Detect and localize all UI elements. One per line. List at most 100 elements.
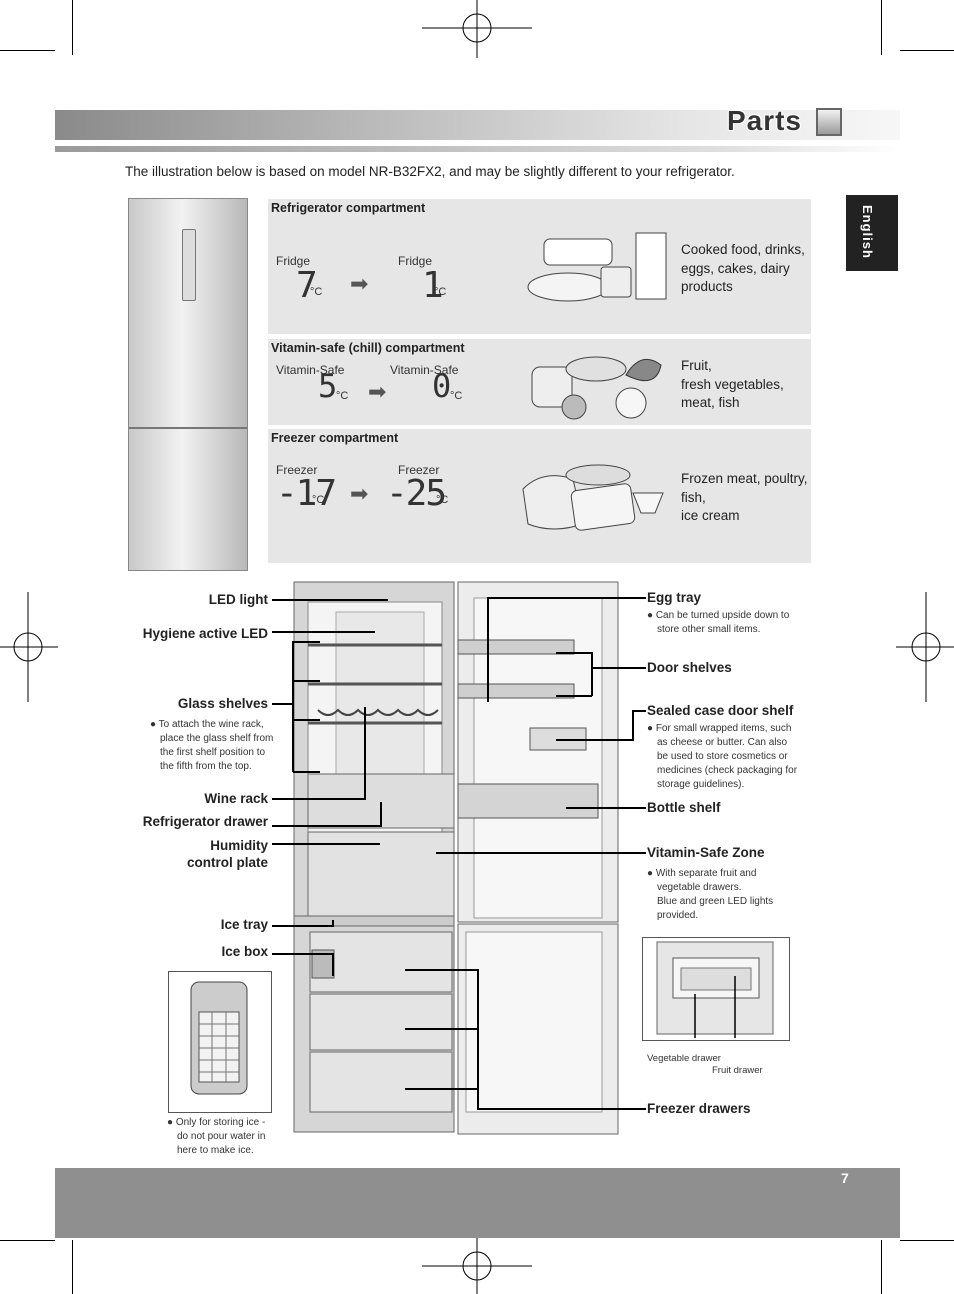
registration-mark-bottom <box>422 1238 532 1294</box>
registration-mark-left <box>0 592 58 702</box>
display-label: Vitamin-Safe <box>390 363 459 377</box>
label-door-shelves: Door shelves <box>647 660 732 675</box>
panel-title: Vitamin-safe (chill) compartment <box>271 341 465 355</box>
display-unit: °C <box>450 390 463 402</box>
note-line: be used to store cosmetics or <box>657 751 788 762</box>
display-unit: °C <box>436 494 449 506</box>
desc-line: ice cream <box>681 508 740 523</box>
registration-mark-right <box>896 592 954 702</box>
display-label: Fridge <box>398 254 433 268</box>
label-bottle-shelf: Bottle shelf <box>647 800 721 815</box>
note-line: vegetable drawers. <box>657 882 742 893</box>
label-ice-box: Ice box <box>221 944 268 959</box>
panel-title: Refrigerator compartment <box>271 201 426 215</box>
display-unit: °C <box>336 390 349 402</box>
fridge-exterior-image <box>128 198 248 571</box>
language-tab: English <box>846 195 898 271</box>
frozen-food-illustration <box>522 464 664 531</box>
label-vitamin-safe-zone: Vitamin-Safe Zone <box>647 845 765 860</box>
leader-lines <box>272 597 646 1110</box>
desc-line: products <box>681 279 733 294</box>
note-line: as cheese or butter. Can also <box>657 737 788 748</box>
note-line: ● To attach the wine rack, <box>150 719 264 730</box>
crop-mark <box>0 50 55 51</box>
display-label: Fridge <box>276 254 311 268</box>
compartment-description: Cooked food, drinks, eggs, cakes, dairy … <box>681 241 805 297</box>
registration-mark-top <box>422 0 532 58</box>
label-line: control plate <box>186 855 268 870</box>
display-label: Vitamin-Safe <box>276 363 345 377</box>
crop-mark <box>881 1240 882 1294</box>
label-wine-rack: Wine rack <box>204 791 268 806</box>
display-unit: °C <box>434 286 447 298</box>
ice-box-inset <box>168 971 272 1113</box>
panel-freezer: Freezer compartment Freezer -17 °C ➡ Fre… <box>268 429 811 563</box>
crop-mark <box>72 0 73 55</box>
note-line: medicines (check packaging for <box>657 765 798 776</box>
note-line: ● With separate fruit and <box>647 868 757 879</box>
arrow-right-icon: ➡ <box>350 481 369 506</box>
note-line: here to make ice. <box>177 1145 254 1156</box>
note-line: do not pour water in <box>177 1131 266 1142</box>
label-hygiene-led: Hygiene active LED <box>142 626 268 641</box>
crop-mark <box>72 1240 73 1294</box>
note-line: ● For small wrapped items, such <box>647 723 792 734</box>
note-line: ● Only for storing ice - <box>167 1117 266 1128</box>
label-fruit-drawer: Fruit drawer <box>712 1065 763 1076</box>
note-glass-shelves: ● To attach the wine rack, place the gla… <box>150 718 275 774</box>
compartment-description: Fruit, fresh vegetables, meat, fish <box>681 357 784 413</box>
label-egg-tray: Egg tray <box>647 590 702 605</box>
display-from: 5 <box>318 367 337 405</box>
panel-refrigerator: Refrigerator compartment Fridge 7 °C ➡ F… <box>268 199 811 334</box>
ice-box-illustration <box>190 981 248 1095</box>
panel-vitamin-safe: Vitamin-safe (chill) compartment Vitamin… <box>268 339 811 425</box>
page-number: 7 <box>841 1170 849 1186</box>
desc-line: fish, <box>681 489 706 505</box>
dairy-food-illustration <box>527 232 667 302</box>
label-refrigerator-drawer: Refrigerator drawer <box>142 814 268 829</box>
label-ice-tray: Ice tray <box>220 917 268 932</box>
note-line: ● Can be turned upside down to <box>647 610 790 621</box>
label-humidity-control: Humidity control plate <box>120 837 268 871</box>
display-label: Freezer <box>276 463 318 477</box>
display-unit: °C <box>310 286 323 298</box>
desc-line: Cooked food, drinks, <box>681 242 805 257</box>
vitamin-drawers-illustration <box>656 941 774 1038</box>
display-to: 0 <box>432 367 451 405</box>
crop-mark <box>900 50 954 51</box>
display-label: Freezer <box>398 463 440 477</box>
arrow-right-icon: ➡ <box>368 379 387 404</box>
note-vitamin-safe-zone: ● With separate fruit and vegetable draw… <box>647 867 797 923</box>
display-to: -25 <box>386 473 447 514</box>
label-sealed-case: Sealed case door shelf <box>647 703 794 718</box>
title-square-icon <box>816 108 842 136</box>
note-sealed-case: ● For small wrapped items, such as chees… <box>647 722 807 792</box>
title-underline <box>55 146 900 152</box>
language-tab-label: English <box>860 205 875 259</box>
crop-mark <box>881 0 882 55</box>
crop-mark <box>900 1240 954 1241</box>
display-from: 7 <box>296 265 318 306</box>
footer-band <box>55 1168 900 1238</box>
intro-text: The illustration below is based on model… <box>125 164 735 179</box>
crop-mark <box>0 1240 55 1241</box>
open-fridge-illustration <box>293 581 619 1135</box>
note-egg-tray: ● Can be turned upside down to store oth… <box>647 609 807 637</box>
vitamin-zone-inset <box>642 937 790 1041</box>
fridge-divider <box>129 427 247 429</box>
label-glass-shelves: Glass shelves <box>177 696 268 711</box>
desc-line: fresh vegetables, <box>681 376 784 392</box>
panel-title: Freezer compartment <box>271 431 399 445</box>
produce-illustration <box>531 356 662 420</box>
compartment-description: Frozen meat, poultry, fish, ice cream <box>681 470 808 526</box>
label-line: Humidity <box>210 838 268 853</box>
display-to: 1 <box>422 265 444 306</box>
desc-line: Fruit, <box>681 358 712 373</box>
note-line: the fifth from the top. <box>160 761 252 772</box>
note-line: place the glass shelf from <box>160 733 274 744</box>
note-line: storage guidelines). <box>657 779 745 790</box>
label-led-light: LED light <box>208 592 268 607</box>
note-line: store other small items. <box>657 624 761 635</box>
title-bar <box>55 110 900 140</box>
note-ice-box: ● Only for storing ice - do not pour wat… <box>167 1116 277 1158</box>
